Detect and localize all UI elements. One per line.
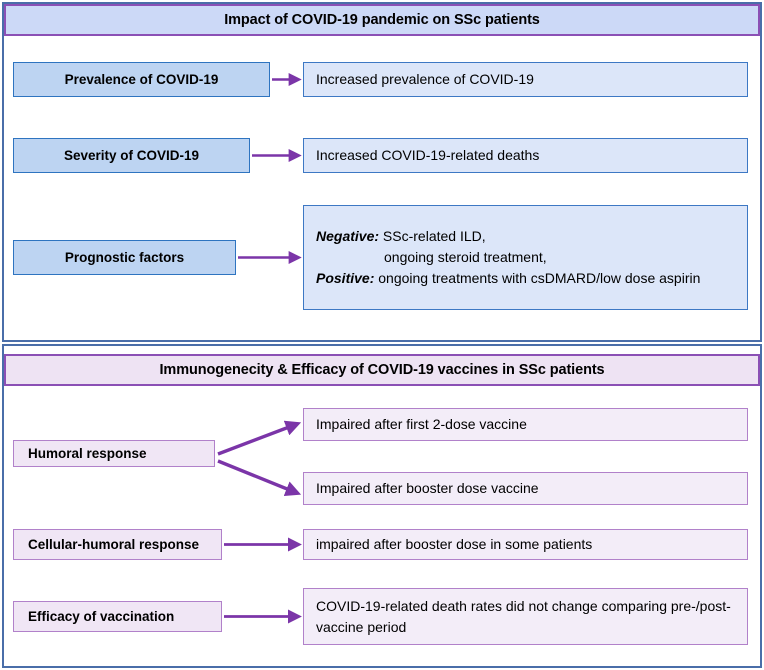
outcome-impaired-booster-dose-text: Impaired after booster dose vaccine bbox=[316, 480, 539, 496]
outcome-impaired-booster-some-patients-text: impaired after booster dose in some pati… bbox=[316, 536, 593, 552]
outcome-impaired-booster-some-patients: impaired after booster dose in some pati… bbox=[303, 529, 748, 560]
node-efficacy-of-vaccination: Efficacy of vaccination bbox=[13, 601, 222, 632]
impact-section-title: Impact of COVID-19 pandemic on SSc patie… bbox=[4, 4, 760, 36]
outcome-impaired-first-dose: Impaired after first 2-dose vaccine bbox=[303, 408, 748, 441]
node-prognostic-factors-label: Prognostic factors bbox=[64, 250, 185, 265]
node-severity-of-covid19: Severity of COVID-19 bbox=[13, 138, 250, 173]
negative-text-1: SSc-related ILD, bbox=[379, 227, 486, 244]
negative-text-2: ongoing steroid treatment, bbox=[384, 248, 547, 265]
node-prevalence-label: Prevalence of COVID-19 bbox=[64, 72, 219, 87]
node-cellular-humoral-response: Cellular-humoral response bbox=[13, 529, 222, 560]
impact-section-frame bbox=[2, 2, 762, 342]
negative-label: Negative: bbox=[316, 227, 380, 244]
node-prognostic-factors: Prognostic factors bbox=[13, 240, 236, 275]
node-humoral-response-label: Humoral response bbox=[28, 446, 147, 461]
vaccine-section-title: Immunogenecity & Efficacy of COVID-19 va… bbox=[4, 354, 760, 386]
outcome-death-rates-unchanged: COVID-19-related death rates did not cha… bbox=[303, 588, 748, 645]
positive-label: Positive: bbox=[316, 270, 375, 287]
positive-text: ongoing treatments with csDMARD/low dose… bbox=[374, 270, 701, 287]
outcome-increased-deaths-text: Increased COVID-19-related deaths bbox=[316, 147, 540, 164]
node-cellular-humoral-response-label: Cellular-humoral response bbox=[28, 537, 200, 552]
node-prevalence-of-covid19: Prevalence of COVID-19 bbox=[13, 62, 270, 97]
node-efficacy-of-vaccination-label: Efficacy of vaccination bbox=[28, 609, 175, 624]
outcome-impaired-booster-dose: Impaired after booster dose vaccine bbox=[303, 472, 748, 505]
node-severity-label: Severity of COVID-19 bbox=[63, 148, 200, 163]
node-humoral-response: Humoral response bbox=[13, 440, 215, 467]
outcome-prognostic-factors-text: Negative: SSc-related ILD, ongoing stero… bbox=[316, 226, 747, 290]
outcome-death-rates-unchanged-text: COVID-19-related death rates did not cha… bbox=[316, 597, 731, 635]
vaccine-section-frame bbox=[2, 344, 762, 668]
outcome-impaired-first-dose-text: Impaired after first 2-dose vaccine bbox=[316, 416, 527, 432]
outcome-increased-prevalence-text: Increased prevalence of COVID-19 bbox=[316, 71, 534, 88]
outcome-increased-deaths: Increased COVID-19-related deaths bbox=[303, 138, 748, 173]
outcome-increased-prevalence: Increased prevalence of COVID-19 bbox=[303, 62, 748, 97]
outcome-prognostic-factors: Negative: SSc-related ILD, ongoing stero… bbox=[303, 205, 748, 310]
